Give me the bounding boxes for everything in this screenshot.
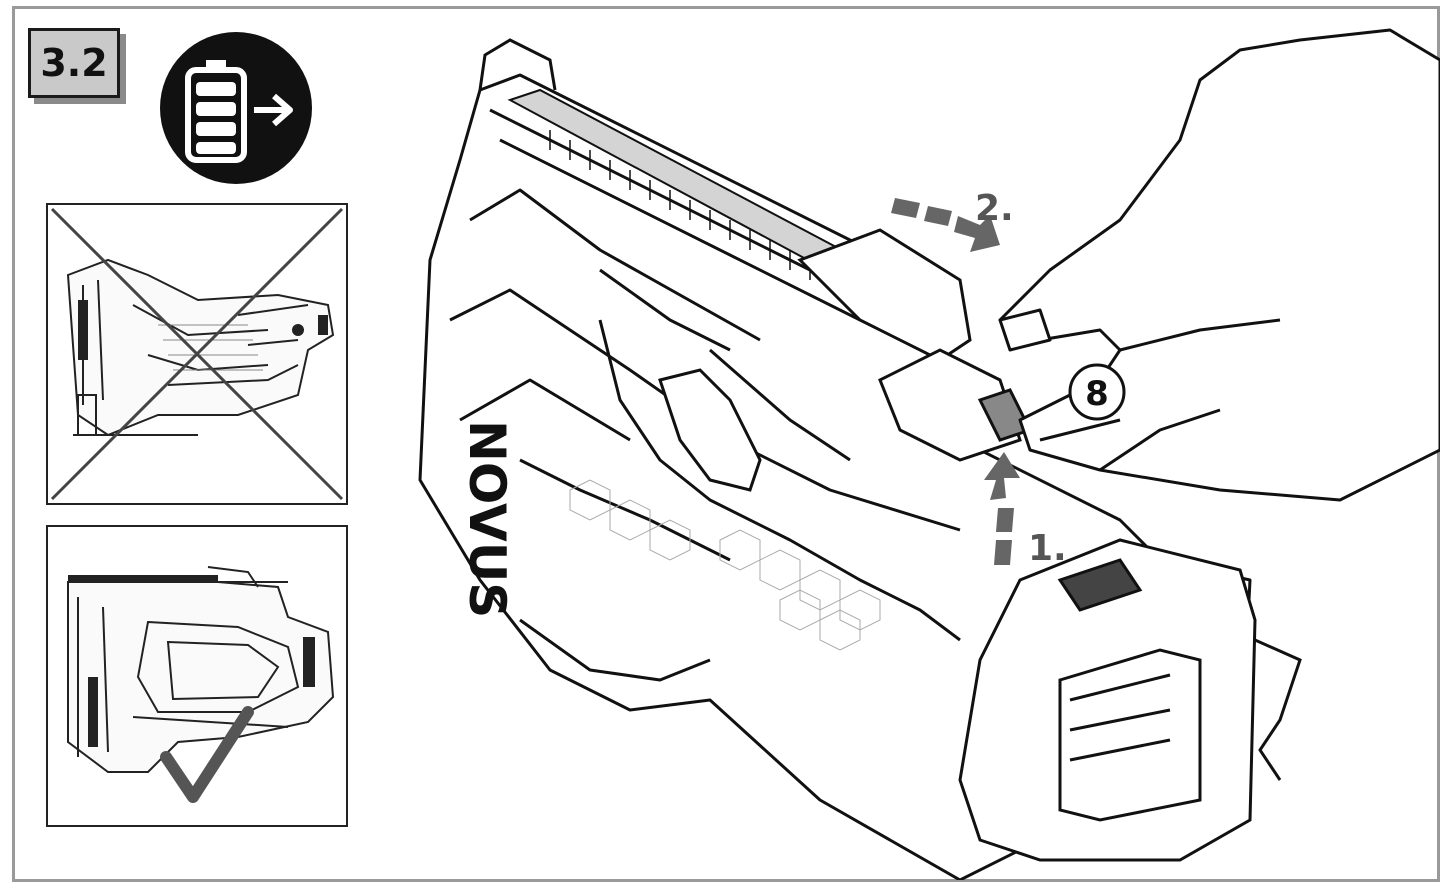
step-1-arrow bbox=[984, 452, 1020, 565]
checkmark-icon bbox=[160, 706, 254, 803]
correct-orientation-tool-drawing bbox=[67, 566, 335, 803]
correct-orientation-panel bbox=[46, 525, 348, 827]
battery-remove-icon bbox=[160, 32, 312, 184]
callout-circle bbox=[1068, 363, 1126, 421]
step-number: 3.2 bbox=[40, 41, 108, 85]
step-2-label: 2. bbox=[975, 188, 1014, 229]
hand bbox=[998, 28, 1440, 502]
brand-text: NOVUS bbox=[458, 420, 516, 618]
callout-number: 8 bbox=[1085, 374, 1109, 414]
wrong-orientation-panel bbox=[46, 203, 348, 505]
step-number-badge: 3.2 bbox=[28, 28, 120, 98]
step-2-arrow bbox=[891, 198, 1000, 252]
wrong-orientation-tool-drawing bbox=[50, 207, 344, 501]
step-1-label: 1. bbox=[1028, 528, 1067, 569]
main-tool-illustration: NOVUS 2. 1. 8 bbox=[418, 28, 1440, 880]
